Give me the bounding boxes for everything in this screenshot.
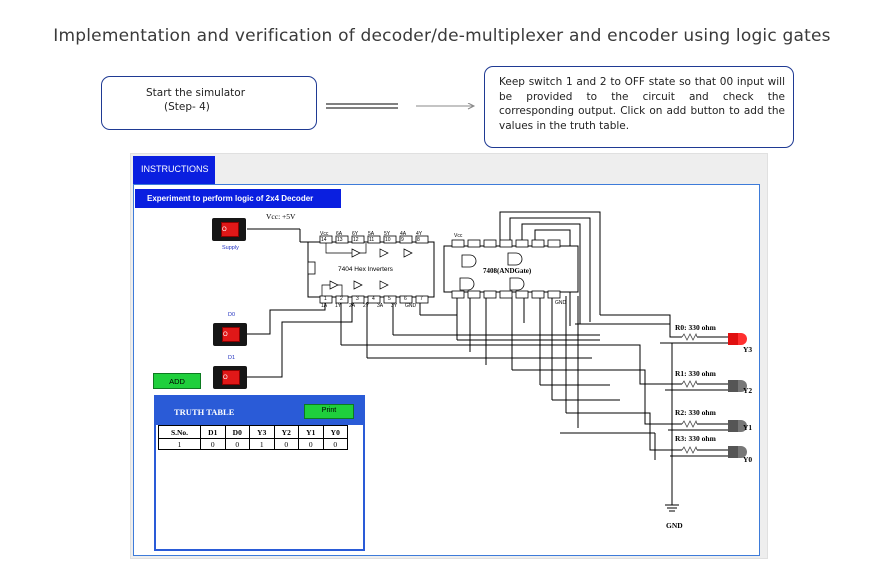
column-header: D1 (200, 425, 226, 439)
led-y0-icon (728, 446, 747, 458)
ic-7404-bottom-labels: 1A 1Y 2A 2Y 3A 3Y GND (321, 303, 421, 309)
resistor-r2-label: R2: 330 ohm (675, 408, 716, 417)
pin-number: 1 (324, 296, 327, 302)
column-header: Y1 (298, 425, 324, 439)
ic-7408-vcc-label: Vcc (454, 233, 463, 239)
pin-number: 8 (417, 237, 420, 243)
ic-7404-top-numbers: 14 13 12 11 10 9 8 (321, 237, 433, 243)
output-y3-label: Y3 (743, 345, 753, 354)
pin-number: 13 (337, 237, 343, 243)
pin-label: 3A (377, 303, 384, 309)
pin-label: 5Y (384, 231, 391, 237)
table-row: 1 0 0 1 0 0 0 (158, 438, 348, 450)
d1-label: D1 (228, 355, 236, 361)
pin-number: 2 (340, 296, 343, 302)
pin-number: 12 (353, 237, 359, 243)
arrow-icon (326, 103, 476, 110)
resistor-r0-label: R0: 330 ohm (675, 323, 716, 332)
ic-7408-name: 7408(ANDGate) (483, 267, 532, 275)
pin-label: 2A (349, 303, 356, 309)
switch-rocker (222, 327, 240, 342)
step-callout: Start the simulator (Step- 4) (101, 76, 317, 130)
supply-switch[interactable]: O (212, 218, 246, 241)
table-cell: 0 (224, 438, 250, 450)
pin-number: 14 (321, 237, 327, 243)
pin-label: 3Y (391, 303, 398, 309)
print-button[interactable]: Print (304, 404, 354, 419)
column-header: Y2 (273, 425, 299, 439)
pin-number: 6 (404, 296, 407, 302)
pin-label: 2Y (363, 303, 370, 309)
pin-label: GND (405, 303, 417, 309)
pin-label: 6Y (352, 231, 359, 237)
ic-7404-bottom-numbers: 1 2 3 4 5 6 7 (324, 296, 436, 302)
truth-table: S.No. D1 D0 Y3 Y2 Y1 Y0 1 0 0 1 0 0 0 (158, 425, 348, 450)
led-y3-icon (728, 333, 747, 345)
add-button[interactable]: ADD (153, 373, 201, 389)
page-title: Implementation and verification of decod… (53, 26, 831, 46)
table-cell: 0 (200, 438, 226, 450)
table-cell: 0 (273, 438, 299, 450)
output-y0-label: Y0 (743, 455, 753, 464)
vcc-label: Vcc: +5V (266, 212, 296, 221)
resistor-r1-label: R1: 330 ohm (675, 369, 716, 378)
step-callout-line2: (Step- 4) (164, 101, 210, 113)
pin-number: 11 (369, 237, 375, 243)
column-header: Y3 (249, 425, 275, 439)
truth-table-header: TRUTH TABLE Print (156, 397, 363, 425)
table-header-row: S.No. D1 D0 Y3 Y2 Y1 Y0 (158, 425, 348, 439)
pin-number: 9 (401, 237, 404, 243)
ic-7404-name: 7404 Hex Inverters (338, 266, 393, 273)
ic-7404-top-labels: Vcc 6A 6Y 5A 5Y 4A 4Y (320, 231, 432, 237)
column-header: Y0 (322, 425, 348, 439)
pin-label: Vcc (320, 231, 329, 237)
pin-number: 5 (388, 296, 391, 302)
ic-7408 (443, 239, 579, 299)
column-header: D0 (224, 425, 250, 439)
resistor-r3-label: R3: 330 ohm (675, 434, 716, 443)
led-y2-icon (728, 380, 747, 392)
switch-mark: O (222, 227, 227, 233)
pin-number: 7 (420, 296, 423, 302)
pin-number: 10 (385, 237, 391, 243)
output-y2-label: Y2 (743, 386, 753, 395)
d0-switch[interactable]: O (213, 323, 247, 346)
switch-rocker (222, 370, 240, 385)
pin-label: 6A (336, 231, 343, 237)
switch-mark: O (223, 375, 228, 381)
led-y1-icon (728, 420, 747, 432)
truth-table-panel: TRUTH TABLE Print S.No. D1 D0 Y3 Y2 Y1 Y… (154, 395, 365, 551)
output-y1-label: Y1 (743, 423, 753, 432)
experiment-title: Experiment to perform logic of 2x4 Decod… (135, 189, 341, 208)
d0-label: D0 (228, 312, 236, 318)
ic-7404 (307, 235, 435, 304)
pin-label: 5A (368, 231, 375, 237)
pin-number: 3 (356, 296, 359, 302)
pin-label: 1Y (335, 303, 342, 309)
truth-table-title: TRUTH TABLE (174, 407, 235, 417)
d1-switch[interactable]: O (213, 366, 247, 389)
table-cell: 0 (298, 438, 324, 450)
ic-7408-gnd-label: GND (555, 300, 567, 306)
gnd-label: GND (666, 521, 683, 530)
pin-number: 4 (372, 296, 375, 302)
pin-label: 1A (321, 303, 328, 309)
switch-rocker (221, 222, 239, 237)
switch-mark: O (223, 332, 228, 338)
step-callout-line1: Start the simulator (146, 87, 246, 99)
pin-label: 4A (400, 231, 407, 237)
table-cell: 1 (249, 438, 275, 450)
column-header: S.No. (158, 425, 201, 439)
pin-label: 4Y (416, 231, 423, 237)
table-cell: 1 (158, 438, 201, 450)
instruction-callout: Keep switch 1 and 2 to OFF state so that… (484, 66, 794, 148)
supply-label: Supply (222, 245, 239, 251)
tab-instructions[interactable]: INSTRUCTIONS (133, 156, 215, 184)
table-cell: 0 (322, 438, 348, 450)
